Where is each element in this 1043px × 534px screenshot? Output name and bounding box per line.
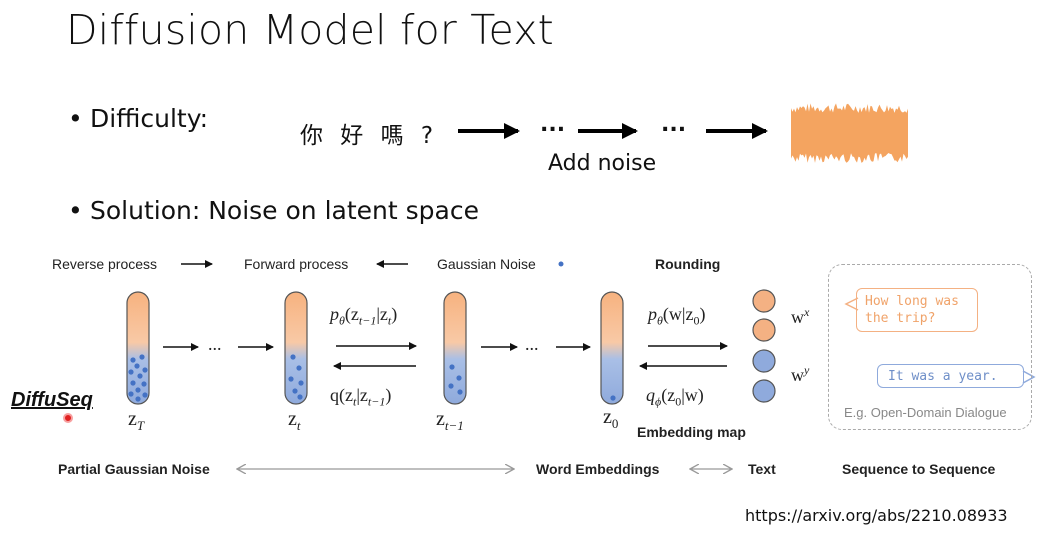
sequence-to-sequence-label: Sequence to Sequence bbox=[842, 461, 996, 477]
tube-z0 bbox=[600, 291, 624, 405]
gaussian-noise-dot bbox=[558, 261, 564, 267]
dialogue-caption: E.g. Open-Domain Dialogue bbox=[844, 405, 1007, 420]
slide-title: Diffusion Model for Text bbox=[66, 6, 554, 54]
forward-process-label: Forward process bbox=[244, 256, 349, 272]
gaussian-noise-label: Gaussian Noise bbox=[437, 256, 536, 272]
w-y-label: wy bbox=[791, 363, 810, 385]
source-speech-bubble: How long was the trip? bbox=[856, 288, 978, 332]
bullet-dot: • bbox=[68, 196, 83, 225]
z-t-minus-1-label: zt−1 bbox=[436, 408, 464, 433]
chain-ellipsis-1: ... bbox=[208, 334, 222, 354]
solution-bullet: •Solution: Noise on latent space bbox=[68, 196, 479, 225]
q-phi-label: qϕ(z0|w) bbox=[646, 385, 704, 409]
reverse-process-label: Reverse process bbox=[52, 256, 158, 272]
reference-url: https://arxiv.org/abs/2210.08933 bbox=[745, 506, 1008, 525]
p-theta-step-label: pθ(zt−1|zt) bbox=[330, 304, 398, 328]
dialogue-panel bbox=[828, 264, 1032, 430]
word-embeddings-label: Word Embeddings bbox=[536, 461, 660, 477]
w-x-label: wx bbox=[791, 305, 810, 327]
add-noise-label: Add noise bbox=[548, 151, 657, 176]
tube-zt bbox=[284, 291, 308, 405]
ellipsis-2: ... bbox=[661, 112, 687, 137]
target-speech-bubble: It was a year. bbox=[877, 364, 1024, 388]
tube-zt-1 bbox=[443, 291, 467, 405]
z-t-label: zt bbox=[288, 408, 301, 433]
embedding-map-label: Embedding map bbox=[637, 424, 746, 440]
partial-gaussian-noise-label: Partial Gaussian Noise bbox=[58, 461, 210, 477]
tube-zT bbox=[126, 291, 150, 405]
rounding-label: Rounding bbox=[655, 256, 721, 272]
bubble-target-tail bbox=[1022, 370, 1036, 384]
bullet-dot: • bbox=[68, 104, 83, 133]
q-step-label: q(zt|zt−1) bbox=[330, 385, 392, 409]
z-0-label: z0 bbox=[603, 406, 619, 431]
model-name-label: DiffuSeq bbox=[11, 389, 93, 411]
difficulty-label: Difficulty: bbox=[90, 104, 209, 133]
chain-ellipsis-2: ... bbox=[525, 334, 539, 354]
example-chinese-text: 你 好 嗎 ? bbox=[300, 123, 439, 149]
solution-label: Solution: Noise on latent space bbox=[90, 196, 479, 225]
noise-waveform-image bbox=[791, 103, 908, 163]
p-theta-round-label: pθ(w|z0) bbox=[648, 304, 706, 328]
embedding-vectors bbox=[752, 289, 776, 403]
bubble-source-tail bbox=[844, 297, 859, 311]
ellipsis-1: ... bbox=[540, 112, 566, 137]
difficulty-bullet: •Difficulty: bbox=[68, 104, 208, 133]
z-T-label: zT bbox=[128, 408, 145, 433]
pointer-cursor-dot bbox=[63, 413, 73, 423]
text-label: Text bbox=[748, 461, 776, 477]
